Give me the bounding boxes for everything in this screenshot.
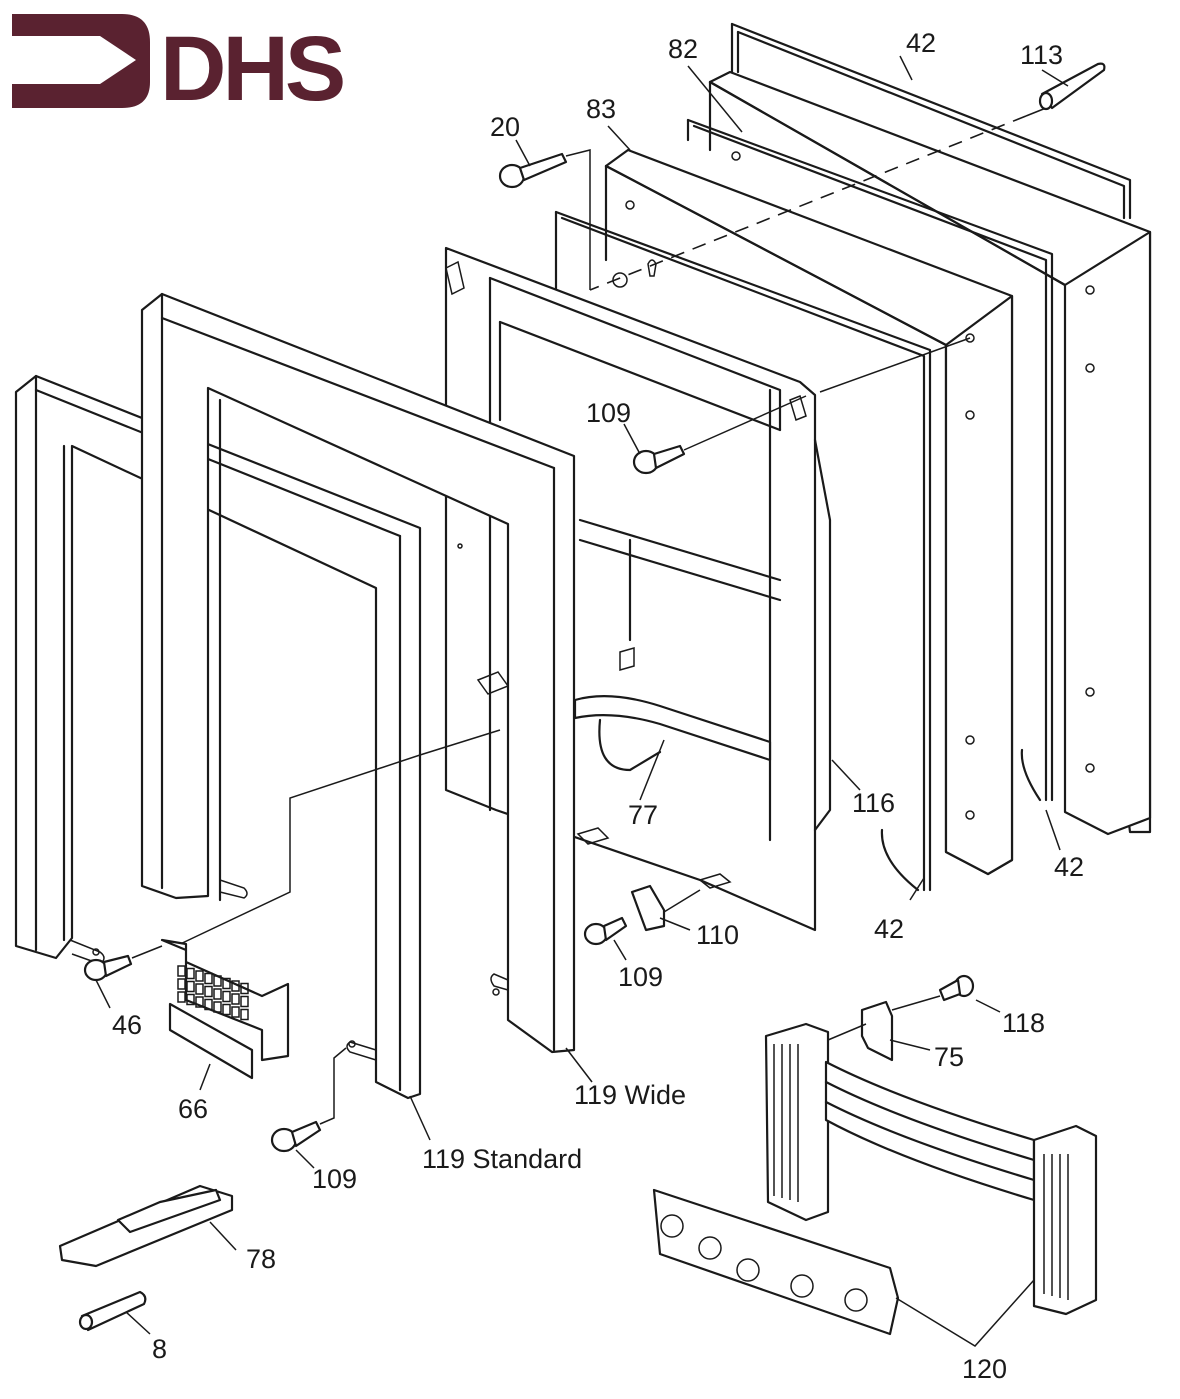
grille-hole: [231, 993, 240, 1005]
label-42-lower: 42: [874, 914, 904, 944]
grille-hole: [186, 980, 195, 993]
logo-arrow-icon: [12, 14, 150, 108]
label-119-standard: 119 Standard: [422, 1144, 582, 1174]
part-42-middle-seal: [686, 118, 1054, 802]
label-75: 75: [934, 1042, 964, 1072]
grille-hole: [204, 998, 213, 1011]
label-119-wide: 119 Wide: [574, 1080, 686, 1110]
leader-120: [895, 1279, 1035, 1347]
part-120-log-set: [764, 1022, 1098, 1316]
label-46: 46: [112, 1010, 142, 1040]
label-78: 78: [246, 1244, 276, 1274]
part-42-front-seal: [554, 210, 932, 892]
label-66: 66: [178, 1094, 208, 1124]
part-119-wide-surround: [140, 292, 576, 1054]
callout-labels: 82 42 113 20 83 109 116 77 42 42 110 109…: [112, 28, 1084, 1384]
label-113: 113: [1020, 40, 1063, 70]
part-82-rear-frame: [708, 70, 1152, 836]
grille-hole: [222, 990, 231, 1003]
label-77: 77: [628, 800, 658, 830]
grille-hole: [231, 1006, 240, 1018]
grille-hole: [204, 972, 213, 985]
part-66-grille: [160, 938, 290, 1080]
label-8: 8: [152, 1334, 167, 1364]
part-20-screw: [498, 149, 591, 290]
leader-66: [175, 729, 501, 947]
part-42-rear-seal: [730, 22, 1132, 220]
grille-hole: [240, 995, 249, 1008]
part-77-burner: [476, 647, 772, 889]
grille-hole: [177, 978, 186, 990]
leader-dashed-113: [589, 115, 1027, 291]
label-118: 118: [1002, 1008, 1045, 1038]
logo-text: DHS: [160, 18, 343, 120]
part-109-upper-screw: [632, 337, 971, 475]
label-109-mid: 109: [618, 962, 663, 992]
label-42-top: 42: [906, 28, 936, 58]
grille-hole: [213, 988, 222, 1000]
part-118-screw: [891, 974, 975, 1011]
label-110: 110: [696, 920, 739, 950]
vent-lines: [773, 1044, 1069, 1300]
grille-holes: [177, 965, 249, 1021]
part-113-wall-plug: [1038, 62, 1106, 111]
label-116: 116: [852, 788, 895, 818]
grille-hole: [177, 991, 186, 1003]
part-110-clip: [630, 884, 701, 932]
label-42-right: 42: [1054, 852, 1084, 882]
leader-lines: [95, 55, 1069, 1169]
dhs-logo: DHS: [12, 14, 347, 120]
grille-hole: [195, 970, 204, 982]
label-83: 83: [586, 94, 616, 124]
grille-hole: [213, 975, 222, 987]
grille-hole: [186, 967, 195, 980]
label-109-upper: 109: [586, 398, 631, 428]
grille-hole: [204, 985, 213, 998]
part-119-standard-surround: [14, 374, 422, 1100]
label-82: 82: [668, 34, 698, 64]
label-109-lower: 109: [312, 1164, 357, 1194]
label-120: 120: [962, 1354, 1007, 1384]
grille-hole: [240, 982, 249, 995]
label-20: 20: [490, 112, 520, 142]
part-83-inner-frame: [604, 148, 1014, 876]
grille-hole: [240, 1008, 249, 1021]
grille-hole: [186, 993, 195, 1006]
grille-hole: [195, 983, 204, 995]
grille-hole: [177, 965, 186, 977]
part-75-bracket: [827, 1000, 894, 1062]
part-8-battery: [78, 1290, 151, 1335]
part-78-remote-control: [58, 1184, 237, 1268]
part-120-fret: [652, 1188, 900, 1336]
grille-hole: [213, 1001, 222, 1013]
grille-hole: [222, 977, 231, 990]
grille-hole: [222, 1003, 231, 1016]
grille-hole: [195, 996, 204, 1008]
part-109-lower-screw: [270, 1047, 347, 1153]
part-109-mid-screw: [583, 916, 628, 946]
grille-hole: [231, 980, 240, 992]
